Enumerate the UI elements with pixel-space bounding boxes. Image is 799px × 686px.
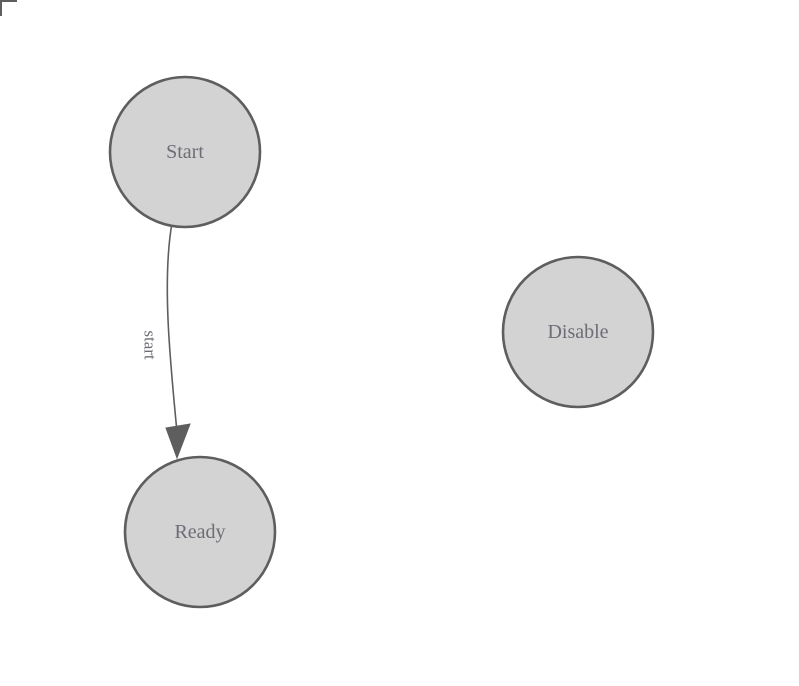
- arrowhead-icon: [165, 423, 191, 460]
- edge-path-icon: [166, 222, 178, 433]
- node-disable[interactable]: Disable: [501, 255, 655, 409]
- node-ready[interactable]: Ready: [123, 455, 277, 609]
- node-disable-label: Disable: [547, 321, 608, 343]
- node-ready-circle[interactable]: [123, 455, 277, 609]
- canvas-corner-bracket-icon: [0, 0, 17, 16]
- node-start-label: Start: [166, 141, 204, 163]
- node-start-circle[interactable]: [108, 75, 262, 229]
- node-start[interactable]: Start: [108, 75, 262, 229]
- edge-start-to-ready[interactable]: start: [141, 222, 191, 460]
- node-disable-circle[interactable]: [501, 255, 655, 409]
- node-ready-label: Ready: [174, 521, 225, 543]
- edge-label-start: start: [141, 330, 160, 360]
